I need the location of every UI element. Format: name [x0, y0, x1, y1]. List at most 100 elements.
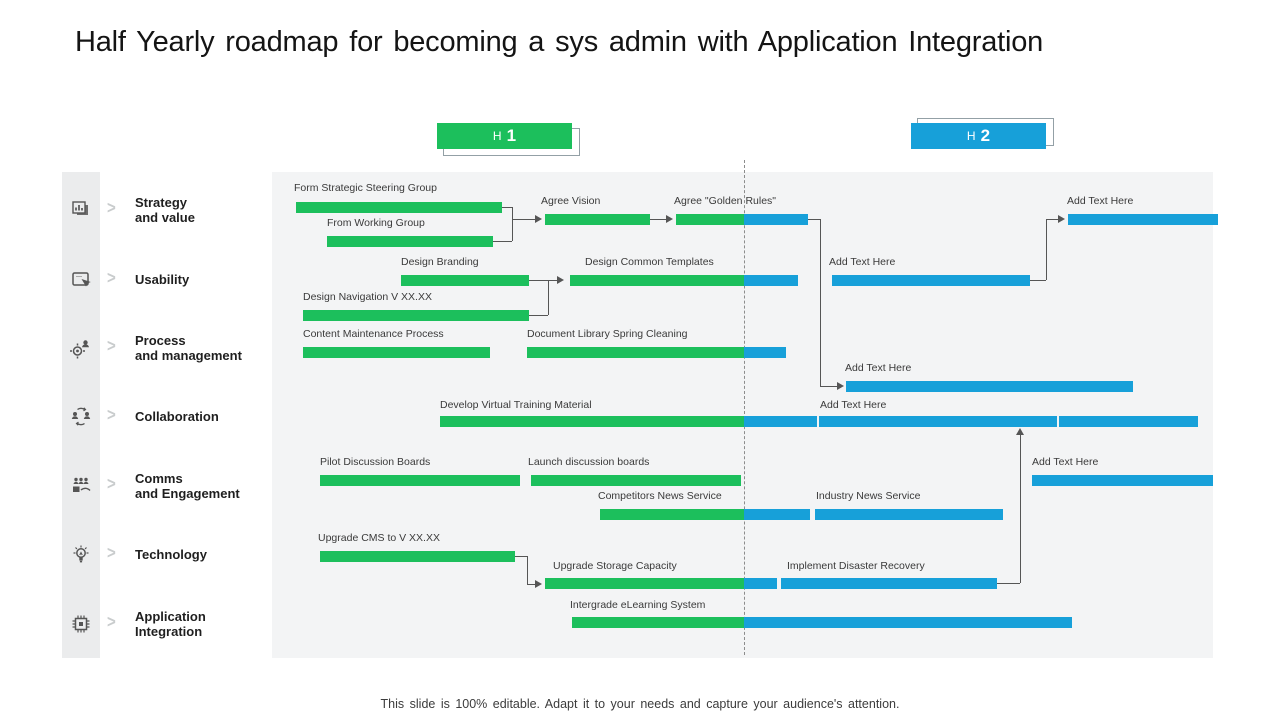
task-bar — [1032, 475, 1213, 486]
task-bar — [570, 275, 798, 286]
task-label: Pilot Discussion Boards — [320, 456, 431, 468]
task-label: Develop Virtual Training Material — [440, 399, 592, 411]
connector-line — [527, 584, 537, 585]
task-bar-segment-blue — [1059, 416, 1198, 427]
chevron-right-icon: > — [107, 543, 116, 564]
arrowhead-right-icon — [1058, 215, 1065, 223]
arrowhead-up-icon — [1016, 428, 1024, 435]
task-bar-segment-blue — [744, 275, 798, 286]
connector-line — [493, 241, 512, 242]
connector-line — [1046, 219, 1060, 220]
task-bar — [303, 310, 529, 321]
task-label: Add Text Here — [820, 399, 887, 411]
task-bar-segment-blue — [744, 347, 786, 358]
connector-line — [512, 219, 536, 220]
connector-line — [1030, 280, 1046, 281]
tablet-touch-icon — [68, 267, 94, 293]
task-bar — [320, 551, 515, 562]
process-gear-icon — [68, 335, 94, 361]
task-bar-segment-blue — [744, 578, 777, 589]
task-bar-segment-green — [600, 509, 744, 520]
page-title: Half Yearly roadmap for becoming a sys a… — [75, 26, 1044, 58]
chevron-right-icon: > — [107, 336, 116, 357]
connector-line — [808, 219, 820, 220]
task-bar — [296, 202, 502, 213]
task-bar — [1059, 416, 1198, 427]
task-bar-segment-green — [320, 551, 515, 562]
task-label: Competitors News Service — [598, 490, 722, 502]
task-bar-segment-blue — [744, 416, 817, 427]
task-bar-segment-blue — [815, 509, 1003, 520]
chevron-right-icon: > — [107, 198, 116, 219]
task-bar — [815, 509, 1003, 520]
task-bar-segment-blue — [1068, 214, 1218, 225]
task-bar — [600, 509, 810, 520]
task-label: Add Text Here — [845, 362, 912, 374]
task-bar-segment-blue — [1032, 475, 1213, 486]
chip-icon — [68, 611, 94, 637]
task-bar — [781, 578, 997, 589]
task-bar-segment-green — [440, 416, 744, 427]
connector-line — [997, 583, 1020, 584]
h1-label-number: 1 — [506, 126, 517, 145]
task-label: Launch discussion boards — [528, 456, 650, 468]
task-bar — [676, 214, 808, 225]
task-bar-segment-green — [303, 347, 490, 358]
task-bar — [531, 475, 741, 486]
arrowhead-right-icon — [535, 215, 542, 223]
arrowhead-right-icon — [557, 276, 564, 284]
task-bar — [527, 347, 786, 358]
task-label: Implement Disaster Recovery — [787, 560, 925, 572]
chevron-right-icon: > — [107, 612, 116, 633]
task-bar-segment-green — [320, 475, 520, 486]
task-bar — [320, 475, 520, 486]
task-label: Design Navigation V XX.XX — [303, 291, 432, 303]
connector-line — [548, 280, 559, 281]
task-bar-segment-green — [572, 617, 744, 628]
task-bar — [545, 214, 650, 225]
connector-line — [548, 280, 549, 315]
task-bar-segment-green — [327, 236, 493, 247]
task-label: Add Text Here — [1067, 195, 1134, 207]
task-bar-segment-blue — [744, 509, 810, 520]
task-bar-segment-green — [296, 202, 502, 213]
category-label-3: Collaboration — [135, 409, 219, 425]
task-label: Add Text Here — [1032, 456, 1099, 468]
task-bar — [327, 236, 493, 247]
task-bar-segment-green — [676, 214, 744, 225]
task-bar-segment-green — [401, 275, 529, 286]
task-bar — [832, 275, 1030, 286]
task-label: Industry News Service — [816, 490, 921, 502]
footer-note: This slide is 100% editable. Adapt it to… — [380, 697, 900, 711]
arrowhead-right-icon — [535, 580, 542, 588]
task-bar-segment-green — [531, 475, 741, 486]
task-bar — [545, 578, 777, 589]
task-label: Agree "Golden Rules" — [674, 195, 777, 207]
h1-label-prefix: H — [492, 129, 502, 143]
task-bar — [572, 617, 1072, 628]
audience-engagement-icon — [68, 473, 94, 499]
connector-line — [529, 315, 548, 316]
task-bar — [819, 416, 1057, 427]
people-sync-icon — [68, 404, 94, 430]
category-icon-strip — [62, 172, 100, 658]
task-label: Form Strategic Steering Group — [294, 182, 437, 194]
task-bar-segment-green — [570, 275, 744, 286]
task-label: Agree Vision — [541, 195, 601, 207]
connector-line — [527, 556, 528, 584]
lightbulb-icon — [68, 542, 94, 568]
chevron-right-icon: > — [107, 268, 116, 289]
task-bar-segment-blue — [846, 381, 1133, 392]
half-year-divider-line — [744, 160, 745, 655]
task-label: Upgrade Storage Capacity — [553, 560, 677, 572]
task-label: Upgrade CMS to V XX.XX — [318, 532, 440, 544]
presentation-chart-icon — [68, 197, 94, 223]
task-bar — [401, 275, 529, 286]
connector-line — [1020, 432, 1021, 583]
task-label: Add Text Here — [829, 256, 896, 268]
